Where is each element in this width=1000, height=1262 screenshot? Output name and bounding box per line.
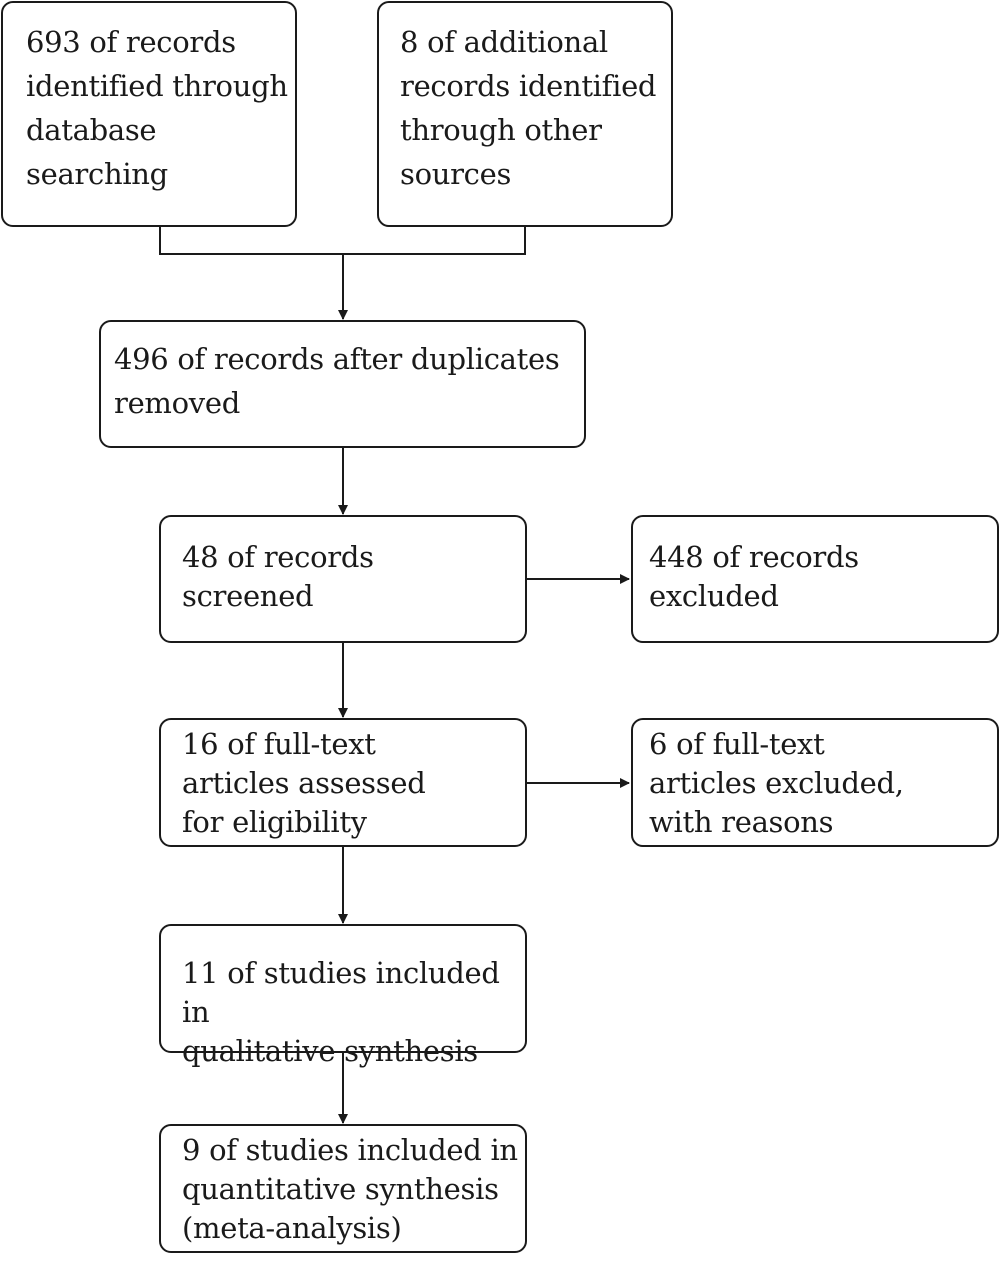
node-quantitative-label: 9 of studies included in quantitative sy…	[182, 1133, 518, 1245]
node-records-database: 693 of records identified through databa…	[1, 1, 297, 227]
node-qualitative: 11 of studies included in qualitative sy…	[159, 924, 527, 1068]
node-records-other-label: 8 of additional records identified throu…	[400, 25, 657, 191]
node-after-duplicates-label: 496 of records after duplicates removed	[114, 342, 560, 420]
node-fulltext-excluded-label: 6 of full-text articles excluded, with r…	[649, 727, 904, 839]
node-excluded-label: 448 of records excluded	[649, 540, 859, 613]
node-records-database-label: 693 of records identified through databa…	[26, 25, 288, 191]
node-quantitative: 9 of studies included in quantitative sy…	[159, 1124, 527, 1253]
node-screened: 48 of records screened	[159, 515, 527, 643]
node-qualitative-label: 11 of studies included in qualitative sy…	[182, 956, 500, 1068]
node-fulltext-excluded: 6 of full-text articles excluded, with r…	[631, 718, 999, 847]
node-fulltext-assessed: 16 of full-text articles assessed for el…	[159, 718, 527, 847]
node-excluded: 448 of records excluded	[631, 515, 999, 643]
node-after-duplicates: 496 of records after duplicates removed	[99, 320, 586, 448]
node-fulltext-assessed-label: 16 of full-text articles assessed for el…	[182, 727, 426, 839]
node-records-other: 8 of additional records identified throu…	[377, 1, 673, 227]
node-screened-label: 48 of records screened	[182, 540, 374, 613]
